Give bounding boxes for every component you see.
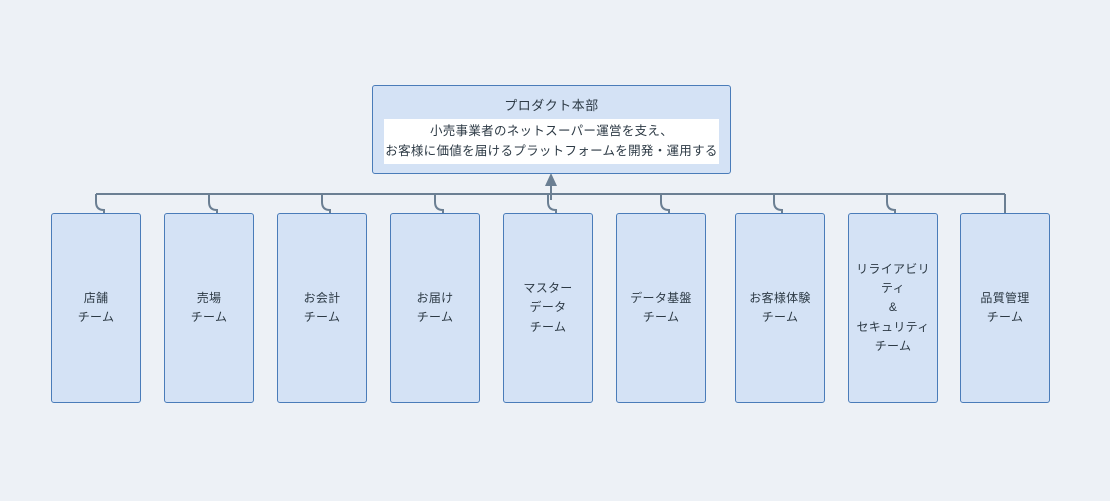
root-node[interactable]: プロダクト本部 小売事業者のネットスーパー運営を支え、 お客様に価値を届けるプラ… (372, 85, 731, 174)
connector-drop-3 (321, 194, 331, 213)
team-node-label: お客様体験 チーム (749, 290, 811, 324)
connector-drop-2 (208, 194, 218, 213)
team-node-6[interactable]: データ基盤 チーム (616, 213, 706, 403)
connector-drop-6 (660, 194, 670, 213)
connector-drop-5 (547, 194, 557, 213)
team-node-4[interactable]: お届け チーム (390, 213, 480, 403)
team-node-5[interactable]: マスター データ チーム (503, 213, 593, 403)
root-mission-text: 小売事業者のネットスーパー運営を支え、 お客様に価値を届けるプラットフォームを開… (385, 124, 718, 158)
connector-drop-1 (95, 194, 105, 213)
team-node-2[interactable]: 売場 チーム (164, 213, 254, 403)
root-mission-panel: 小売事業者のネットスーパー運営を支え、 お客様に価値を届けるプラットフォームを開… (384, 119, 719, 164)
team-node-label: データ基盤 チーム (630, 290, 692, 324)
team-node-1[interactable]: 店舗 チーム (51, 213, 141, 403)
team-node-label: 売場 チーム (190, 290, 228, 324)
connector-drop-8 (886, 194, 896, 213)
team-node-label: マスター データ チーム (523, 281, 573, 334)
team-node-label: お会計 チーム (303, 290, 341, 324)
connector-drop-4 (434, 194, 444, 213)
arrowhead-up-icon (545, 173, 557, 186)
team-node-label: 店舗 チーム (77, 290, 115, 324)
team-node-3[interactable]: お会計 チーム (277, 213, 367, 403)
team-node-8[interactable]: リライアビリ ティ & セキュリティ チーム (848, 213, 938, 403)
team-node-9[interactable]: 品質管理 チーム (960, 213, 1050, 403)
team-node-label: 品質管理 チーム (980, 290, 1030, 324)
team-node-label: お届け チーム (416, 290, 454, 324)
team-node-7[interactable]: お客様体験 チーム (735, 213, 825, 403)
team-node-label: リライアビリ ティ & セキュリティ チーム (856, 262, 930, 353)
connector-drop-7 (773, 194, 783, 213)
root-node-title: プロダクト本部 (504, 98, 599, 113)
